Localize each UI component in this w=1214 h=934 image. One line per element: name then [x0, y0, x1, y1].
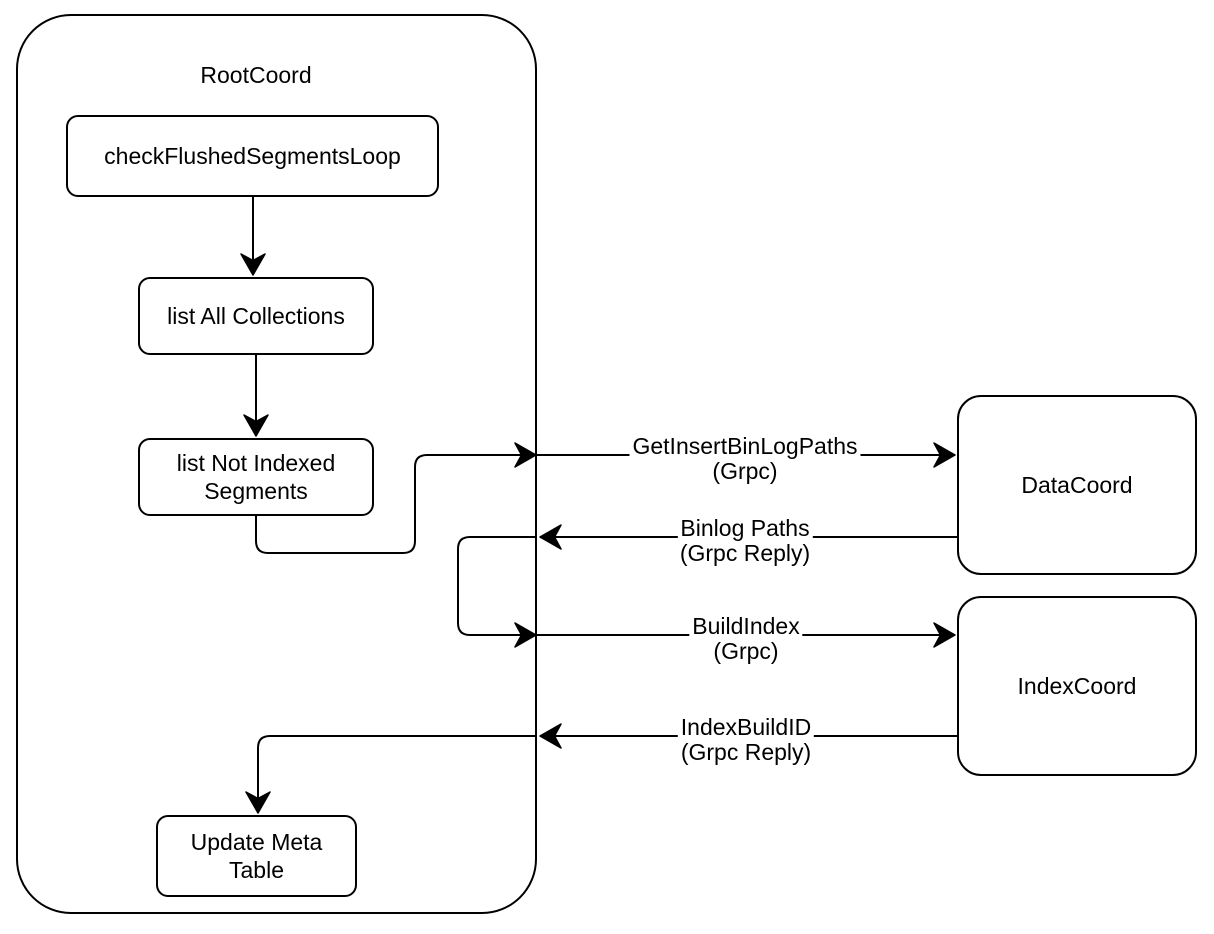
node-list-all-collections: list All Collections — [138, 277, 374, 355]
node-index-coord: IndexCoord — [957, 596, 1197, 776]
edge-sublabel-text: (Grpc Reply) — [677, 740, 815, 765]
node-check-flushed-segments-loop: checkFlushedSegmentsLoop — [66, 115, 439, 197]
edge-label-text: GetInsertBinLogPaths — [629, 434, 861, 459]
edge-label-build-index: BuildIndex (Grpc) — [689, 614, 803, 664]
edge-label-binlog-paths: Binlog Paths (Grpc Reply) — [676, 516, 814, 566]
edge-listnotindexed-to-border — [255, 442, 537, 554]
node-data-coord: DataCoord — [957, 395, 1197, 575]
edge-sublabel-text: (Grpc) — [709, 459, 781, 484]
rootcoord-label: RootCoord — [200, 62, 312, 88]
edge-border-to-updatemeta — [245, 735, 537, 814]
edge-label-index-build-id: IndexBuildID (Grpc Reply) — [677, 715, 815, 765]
edge-label-get-insert-binlog-paths: GetInsertBinLogPaths (Grpc) — [629, 434, 861, 484]
edge-label-text: IndexBuildID — [677, 715, 815, 740]
edge-sublabel-text: (Grpc Reply) — [676, 541, 814, 566]
edge-label-text: Binlog Paths — [677, 516, 813, 541]
node-update-meta-table: Update Meta Table — [156, 815, 357, 897]
node-list-not-indexed-segments: list Not Indexed Segments — [138, 438, 374, 516]
edge-border-loop-to-buildindex — [457, 536, 537, 648]
edge-sublabel-text: (Grpc) — [710, 639, 782, 664]
edge-label-text: BuildIndex — [689, 614, 803, 639]
